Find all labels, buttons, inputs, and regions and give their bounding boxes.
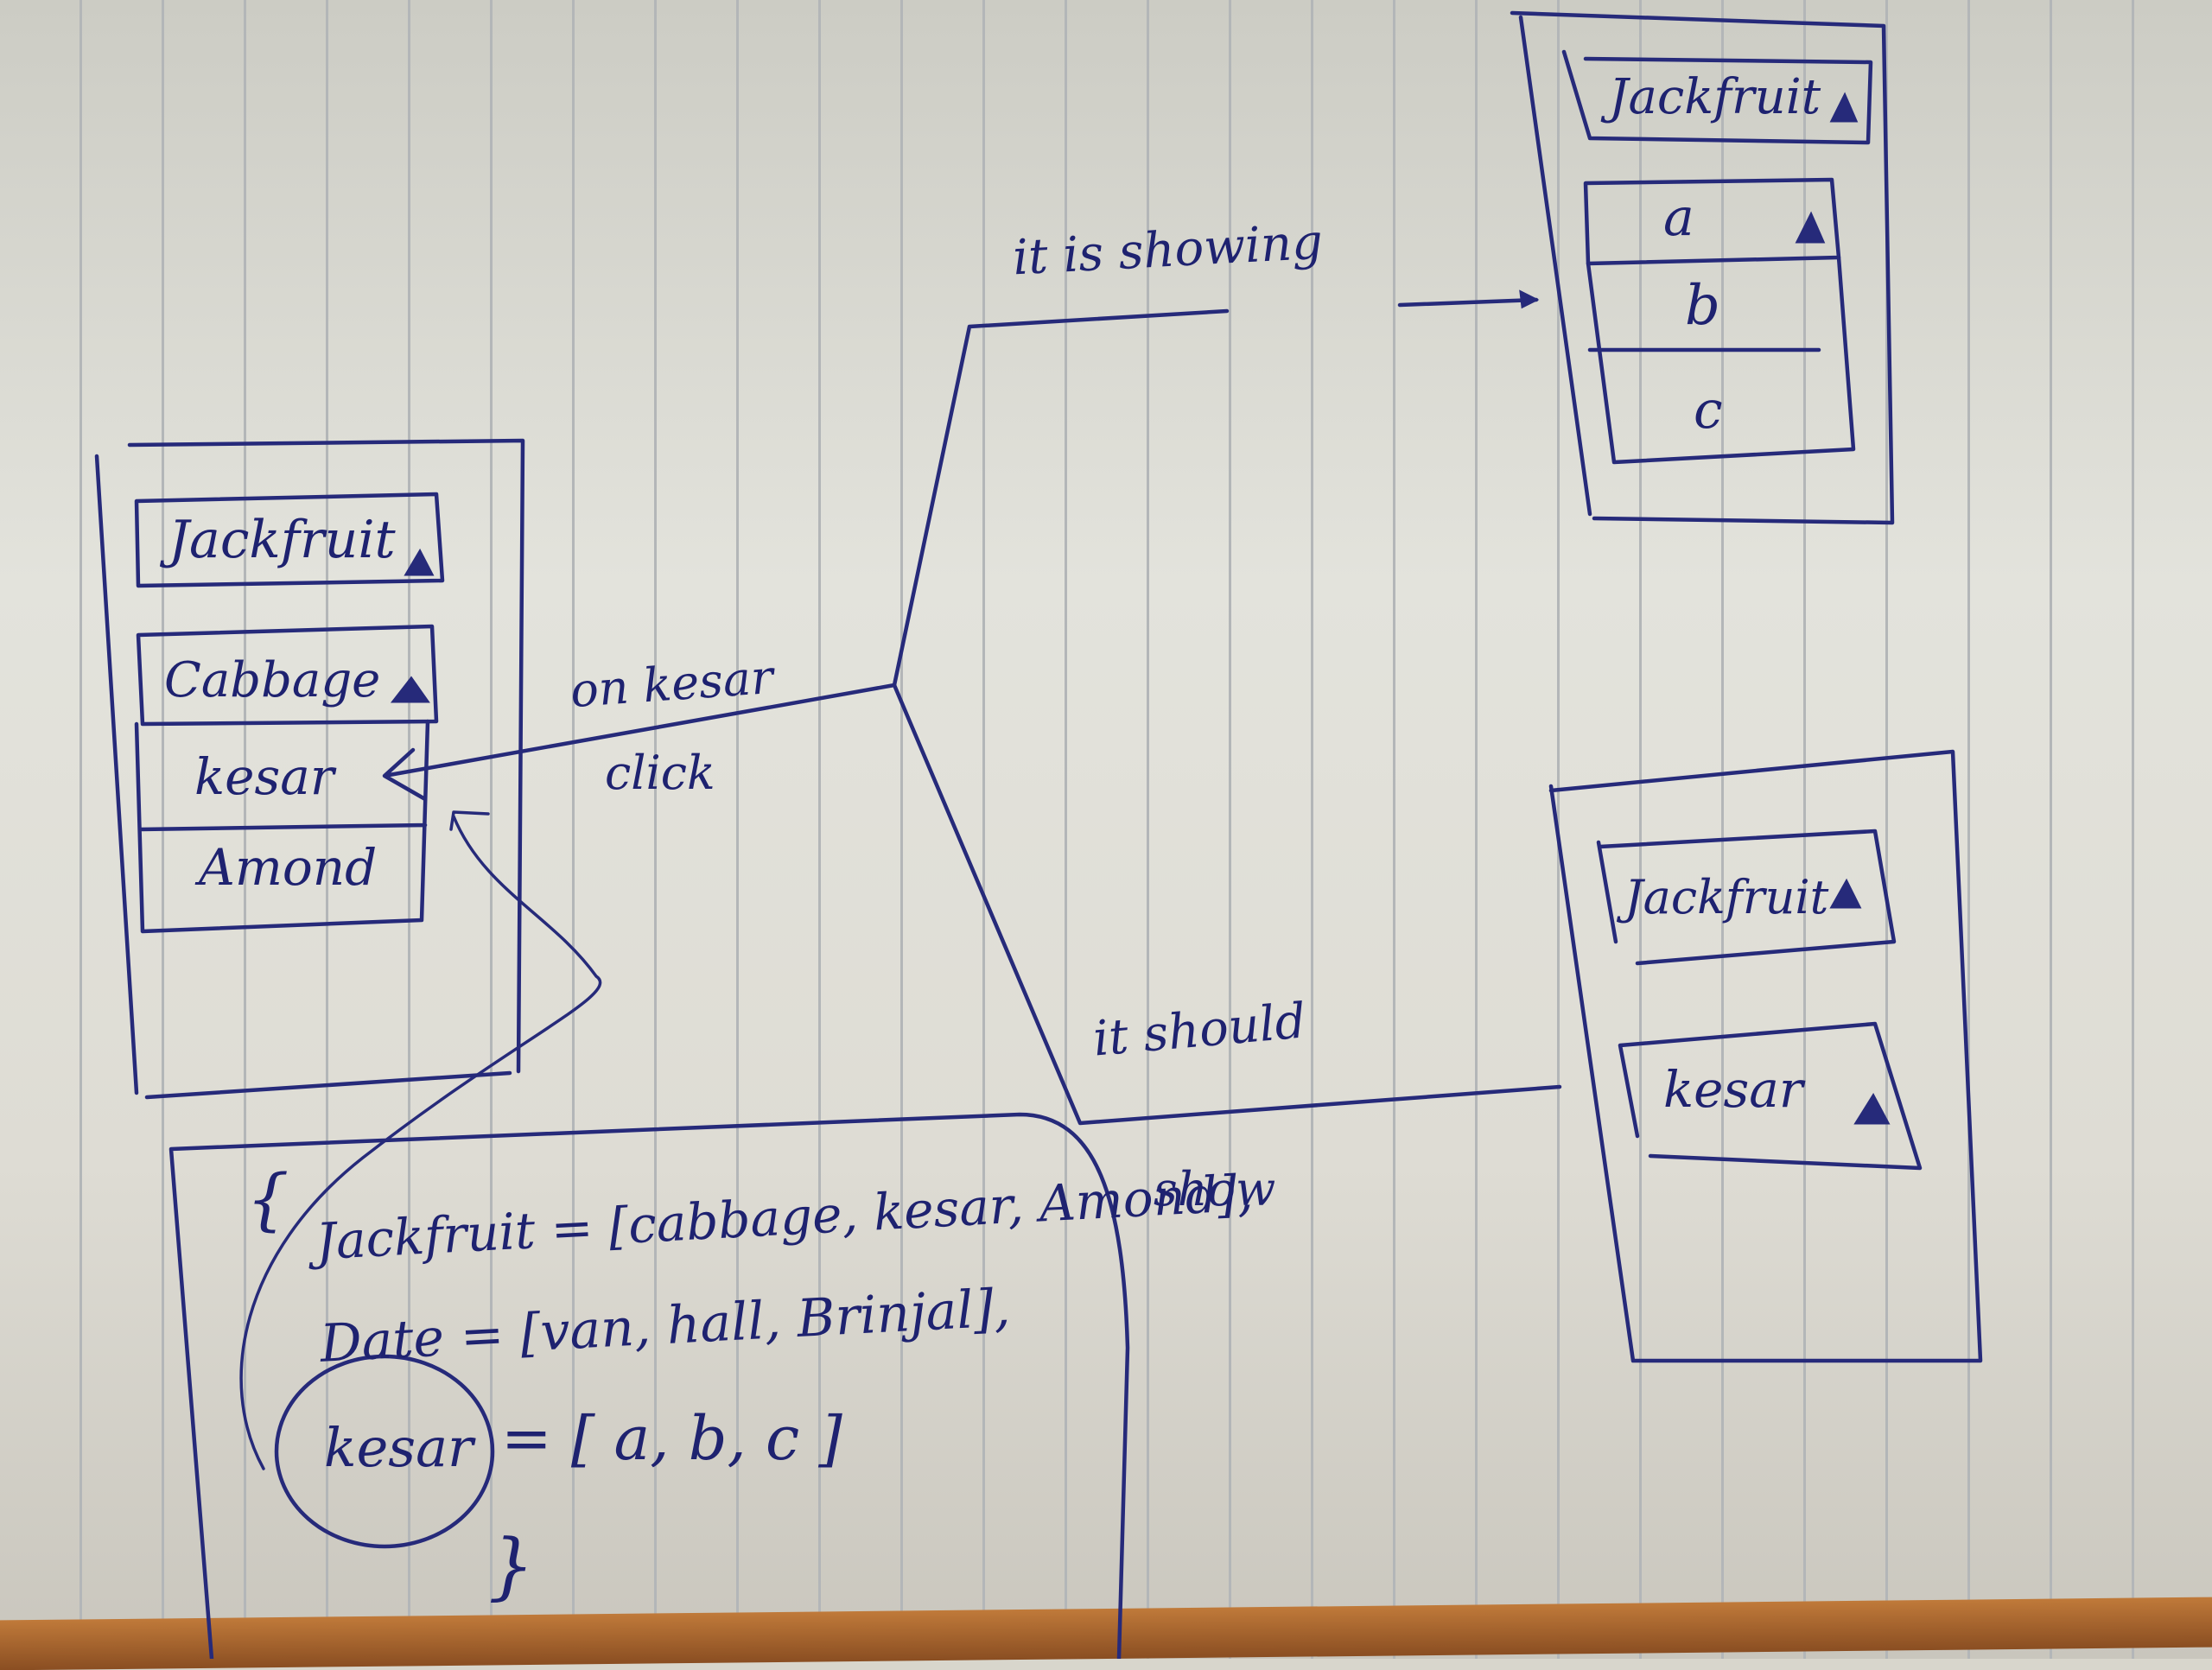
branch-down-line [892, 683, 1562, 1126]
kesar-connector-curve [239, 810, 602, 1470]
code-line-kesar-value: = [ a, b, c ] [501, 1403, 842, 1474]
bottom-right-spinner-2-arrow-icon [1853, 1093, 1891, 1125]
branch-up-arrowhead-icon [1519, 289, 1540, 309]
top-right-spinner-1-label[interactable]: Jackfruit [1609, 69, 1821, 125]
branch-up-line [892, 297, 1539, 688]
left-spinner-2-label[interactable]: Cabbage [164, 652, 381, 708]
top-right-dropdown-list [1586, 255, 1856, 465]
code-box [168, 1112, 1130, 1659]
top-right-spinner-2-label[interactable]: a [1663, 187, 1694, 248]
top-right-phone-frame [1510, 10, 1895, 525]
top-right-list-item-b[interactable]: b [1685, 274, 1720, 338]
bottom-right-spinner-2-label[interactable]: kesar [1663, 1060, 1803, 1119]
bottom-right-spinner-1-box [1596, 829, 1897, 966]
top-right-spinner-1-arrow-icon [1829, 92, 1859, 123]
left-spinner-2-arrow-icon [390, 676, 430, 703]
bottom-right-phone-frame [1548, 749, 1983, 1363]
code-close-brace: } [488, 1523, 535, 1608]
left-spinner-2-box [136, 624, 439, 727]
left-spinner-1-box [134, 492, 445, 588]
left-phone-frame [94, 438, 525, 1100]
left-list-item-amond[interactable]: Amond [199, 838, 378, 897]
bottom-right-spinner-2-box [1618, 1021, 1923, 1171]
code-open-brace: { [246, 1161, 289, 1239]
bottom-right-spinner-1-arrow-icon [1829, 878, 1862, 909]
label-click: click [605, 746, 715, 800]
left-spinner-1-arrow-icon [404, 548, 435, 576]
label-on-kesar: on kesar [569, 649, 775, 719]
kesar-pointer-arrow [382, 683, 897, 802]
top-right-spinner-2-arrow-icon [1795, 211, 1826, 244]
top-right-list-item-c[interactable]: c [1694, 380, 1723, 441]
left-dropdown-list [134, 719, 430, 934]
bottom-right-spinner-1-label[interactable]: Jackfruit [1624, 870, 1829, 924]
top-right-spinner-1-box [1561, 49, 1873, 145]
left-list-item-kesar[interactable]: kesar [194, 747, 334, 806]
top-right-spinner-2-box [1583, 177, 1841, 266]
kesar-circle [274, 1354, 495, 1549]
left-spinner-1-label[interactable]: Jackfruit [168, 510, 396, 570]
label-show: show [1154, 1162, 1276, 1216]
code-key-kesar: kesar [324, 1416, 474, 1479]
